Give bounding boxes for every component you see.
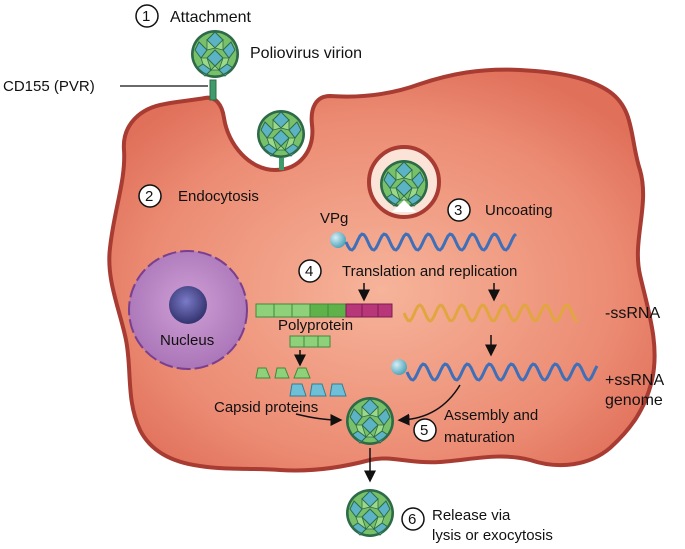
nucleus-label: Nucleus	[160, 332, 214, 349]
endocytosis-stalk	[279, 158, 284, 170]
cell-membrane	[107, 67, 657, 473]
uncoating-label: Uncoating	[485, 202, 553, 219]
vpg-bottom	[391, 359, 407, 375]
pos-ssrna-label-line2: genome	[605, 392, 663, 409]
capsid-proteins-label: Capsid proteins	[214, 399, 318, 416]
rna-template-strand	[344, 232, 518, 252]
release-label-line1: Release via	[432, 507, 511, 524]
polyprotein-fragment	[289, 335, 331, 348]
step-6-badge	[401, 507, 425, 531]
polyprotein-bar	[255, 303, 393, 318]
step-1-badge	[135, 4, 159, 28]
endocytosis-label: Endocytosis	[178, 188, 259, 205]
receptor-cd155	[209, 79, 217, 101]
pos-ssrna-genome-strand	[405, 362, 599, 382]
receptor-label: CD155 (PVR)	[3, 78, 95, 95]
release-label-line2: lysis or exocytosis	[432, 527, 553, 544]
step-3-number: 3	[454, 202, 462, 219]
polyprotein-label: Polyprotein	[278, 317, 353, 334]
attachment-label: Attachment	[170, 9, 251, 26]
neg-ssrna-strand	[402, 303, 579, 323]
virion-endocytosis-icon	[256, 109, 306, 159]
step-2-number: 2	[145, 188, 153, 205]
capsid-fragments-green	[255, 367, 311, 379]
virion-attaching-icon	[190, 29, 240, 79]
vpg-label: VPg	[320, 210, 348, 227]
vpg-top	[330, 232, 346, 248]
virion-assembled-icon	[345, 396, 395, 446]
step-6-number: 6	[408, 511, 416, 528]
pos-ssrna-label-line1: +ssRNA	[605, 372, 664, 389]
capsid-proteins-blue	[289, 383, 347, 397]
endosome-vesicle	[367, 145, 441, 219]
step-5-number: 5	[420, 422, 428, 439]
nucleus: Nucleus	[128, 250, 248, 370]
neg-ssrna-label: -ssRNA	[605, 305, 660, 322]
arrow-rna-to-assembly	[397, 384, 461, 426]
virion-released-icon	[345, 488, 395, 538]
translation-replication-label: Translation and replication	[342, 263, 517, 280]
arrow-capsid-to-assembly	[295, 413, 343, 426]
step-3-badge	[447, 198, 471, 222]
assembly-label-line1: Assembly and	[444, 407, 538, 424]
step-2-badge	[138, 184, 162, 208]
step-4-badge	[298, 259, 322, 283]
nucleolus	[169, 286, 207, 324]
step-5-badge	[413, 418, 437, 442]
step-1-number: 1	[142, 8, 150, 25]
poliovirus-virion-label: Poliovirus virion	[250, 45, 362, 62]
assembly-label-line2: maturation	[444, 429, 515, 446]
step-4-number: 4	[305, 263, 313, 280]
